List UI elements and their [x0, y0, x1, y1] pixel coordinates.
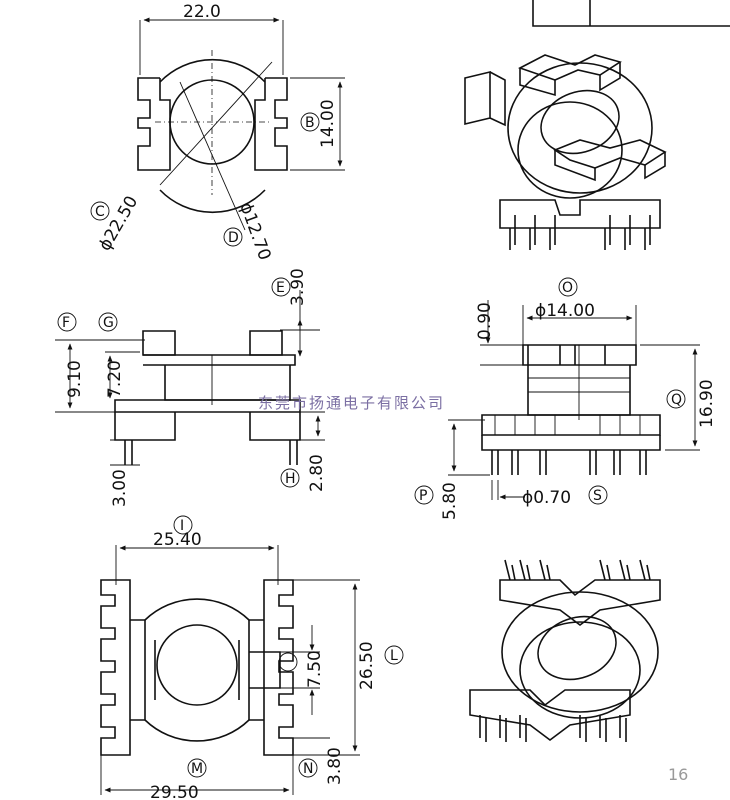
label-s: S: [593, 488, 602, 504]
label-f: F: [62, 315, 70, 331]
label-q: Q: [671, 392, 682, 408]
front-pin-len-dim: 5.80: [440, 482, 460, 520]
front-pin-dia-dim: ϕ0.70: [522, 488, 571, 508]
side-h-dim: 2.80: [307, 454, 327, 492]
isometric-view-bottom: [469, 559, 661, 742]
page-number: 16: [668, 765, 688, 784]
side-g-dim: 7.20: [105, 360, 125, 398]
label-e: E: [276, 280, 285, 296]
title-block-fragment: [532, 0, 730, 27]
side-view: 3.90 E 9.10 F 7.20 G 2.80 H 3.00: [55, 268, 327, 507]
bottom-outer-width-dim: 29.50: [150, 783, 199, 800]
bottom-height-dim: 26.50: [357, 641, 377, 690]
isometric-view-top: [464, 54, 667, 250]
label-g: G: [103, 315, 114, 331]
watermark-text: 东莞市扬通电子有限公司: [258, 394, 445, 412]
label-o: O: [562, 280, 573, 296]
label-h: H: [285, 471, 296, 487]
front-height-dim: 16.90: [697, 379, 717, 428]
label-n: N: [303, 761, 313, 777]
label-d: D: [228, 230, 239, 246]
label-l: L: [390, 648, 398, 664]
side-e-dim: 3.90: [288, 268, 308, 306]
top-inner-dia: ϕ12.70: [235, 200, 274, 263]
top-view: 22.0 14.00 B C ϕ22.50 D ϕ12.70: [90, 2, 345, 263]
bottom-slot-dim: 3.80: [325, 747, 345, 785]
label-p: P: [419, 488, 427, 504]
top-height-dim: 14.00: [318, 99, 338, 148]
bottom-inner-width-dim: 25.40: [153, 530, 202, 550]
bottom-view: I 25.40 26.50 L 7.50 3.80 N 29.5: [100, 515, 404, 800]
label-m: M: [191, 761, 203, 777]
bottom-center-dim: 7.50: [305, 650, 325, 688]
front-core-dim: ϕ14.00: [535, 301, 595, 321]
front-top-dim: 0.90: [475, 302, 495, 340]
label-c: C: [95, 204, 105, 220]
label-b: B: [305, 115, 315, 131]
top-width-dim: 22.0: [183, 2, 221, 22]
side-f-dim: 9.10: [65, 360, 85, 398]
side-pin-dim: 3.00: [110, 469, 130, 507]
front-view: O ϕ14.00 0.90 16.90 Q 5.80 P ϕ0.70: [414, 277, 717, 520]
label-i: I: [180, 518, 184, 534]
